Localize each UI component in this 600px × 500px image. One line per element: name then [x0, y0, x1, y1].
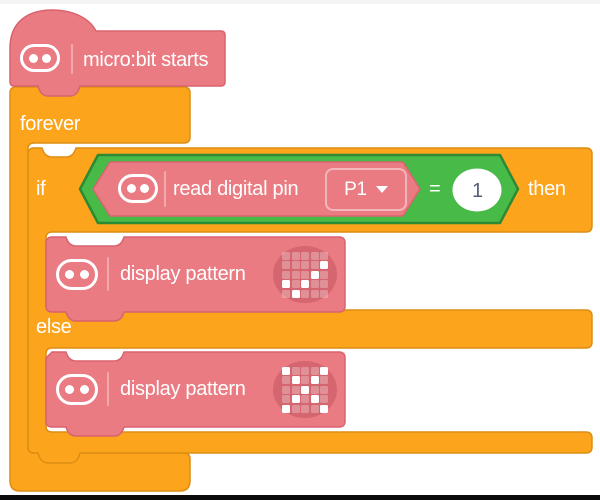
bottom-edge-bar: [0, 495, 600, 500]
read-digital-pin-block-shape[interactable]: [92, 161, 421, 217]
microbit-face-icon: [56, 374, 98, 405]
display-pattern-then-block-shape[interactable]: [45, 236, 346, 322]
microbit-face-icon: [20, 44, 60, 72]
then-label: then: [528, 178, 566, 200]
if-else-block-shape[interactable]: [27, 147, 593, 464]
forever-block-label: forever: [20, 113, 81, 135]
else-label: else: [36, 316, 72, 338]
equals-operator-label: =: [429, 178, 441, 200]
microbit-face-icon: [56, 259, 98, 290]
microbit-face-icon: [118, 174, 158, 203]
led-grid: [282, 366, 328, 413]
pin-dropdown[interactable]: P1: [325, 168, 407, 211]
label-divider: [164, 171, 166, 207]
label-divider: [107, 257, 109, 291]
microbit-eye-icon: [80, 385, 89, 394]
led-pattern-checkmark-badge[interactable]: [273, 246, 337, 303]
if-label: if: [36, 178, 46, 200]
microbit-eye-icon: [42, 53, 51, 63]
label-divider: [107, 372, 109, 406]
label-divider: [71, 44, 73, 74]
microbit-eye-icon: [80, 270, 89, 279]
led-pattern-cross-badge[interactable]: [273, 361, 337, 418]
microbit-eye-icon: [127, 184, 136, 193]
display-pattern-label: display pattern: [120, 378, 246, 400]
compare-value-text[interactable]: 1: [471, 180, 484, 202]
compare-value-slot[interactable]: [452, 168, 502, 212]
display-pattern-label: display pattern: [120, 263, 246, 285]
microbit-eye-icon: [65, 385, 74, 394]
led-grid: [282, 251, 328, 298]
hat-block-shape[interactable]: [9, 9, 226, 97]
microbit-eye-icon: [140, 184, 149, 193]
chevron-down-icon: [375, 186, 388, 193]
pin-dropdown-value: P1: [344, 178, 367, 200]
hat-block-label: micro:bit starts: [83, 49, 209, 71]
read-digital-pin-label: read digital pin: [173, 178, 299, 200]
top-edge-strip: [0, 0, 600, 4]
microbit-eye-icon: [65, 270, 74, 279]
display-pattern-else-block-shape[interactable]: [45, 351, 346, 437]
microbit-eye-icon: [29, 53, 38, 63]
